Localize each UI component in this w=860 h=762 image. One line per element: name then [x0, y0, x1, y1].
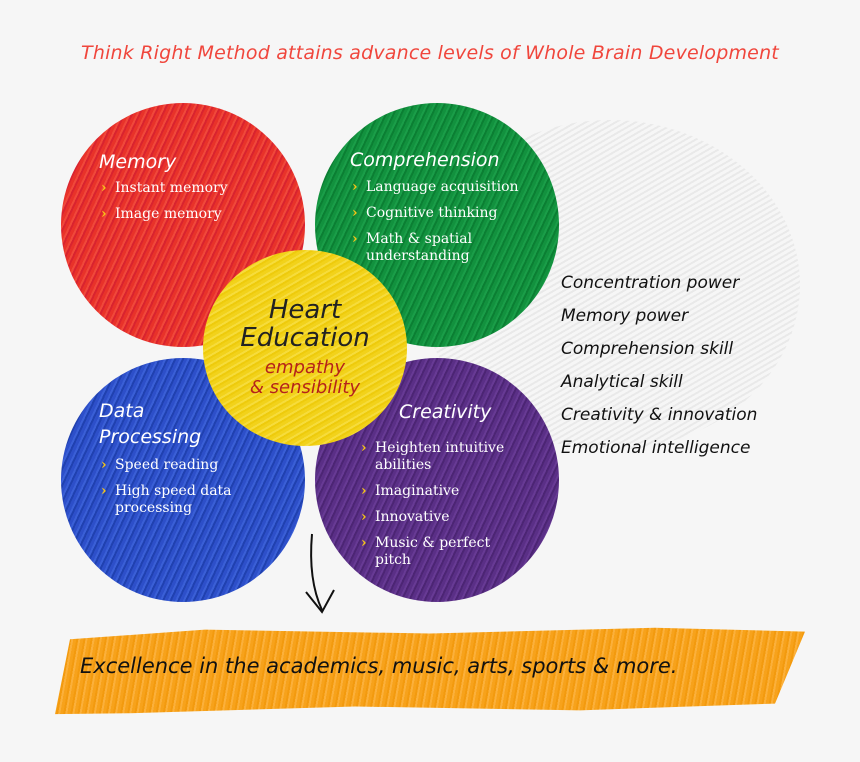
skill-item: Analytical skill	[561, 372, 683, 392]
list-item: ›Language acquisition	[352, 179, 519, 195]
list-item: ›Heighten intuitive abilities	[361, 440, 505, 473]
excellence-banner-text: Excellence in the academics, music, arts…	[80, 654, 678, 678]
comprehension-title: Comprehension	[350, 149, 500, 171]
data-processing-items: ›Speed reading ›High speed data processi…	[101, 457, 251, 526]
chevron-right-icon: ›	[361, 535, 367, 551]
memory-items: ›Instant memory ›Image memory	[101, 180, 228, 232]
chevron-right-icon: ›	[101, 483, 107, 499]
chevron-right-icon: ›	[361, 440, 367, 456]
list-item: ›Innovative	[361, 509, 450, 525]
creativity-items: ›Heighten intuitive abilities ›Imaginati…	[361, 440, 521, 578]
list-item: ›Music & perfect pitch	[361, 535, 491, 568]
heart-circle	[203, 250, 407, 446]
skill-item: Concentration power	[561, 273, 740, 293]
chevron-right-icon: ›	[352, 231, 358, 247]
chevron-right-icon: ›	[361, 483, 367, 499]
skill-item: Memory power	[561, 306, 689, 326]
list-item: ›Imaginative	[361, 483, 460, 499]
memory-title: Memory	[99, 151, 177, 173]
chevron-right-icon: ›	[101, 180, 107, 196]
list-item: ›Speed reading	[101, 457, 219, 473]
list-item: ›Math & spatial understanding	[352, 231, 473, 264]
chevron-right-icon: ›	[101, 457, 107, 473]
chevron-right-icon: ›	[361, 509, 367, 525]
skill-item: Creativity & innovation	[561, 405, 758, 425]
list-item: ›Image memory	[101, 206, 222, 222]
chevron-right-icon: ›	[352, 179, 358, 195]
heart-education-subtitle: empathy& sensibility	[249, 357, 361, 398]
diagram-title: Think Right Method attains advance level…	[81, 42, 779, 64]
chevron-right-icon: ›	[352, 205, 358, 221]
skills-list: Concentration power Memory power Compreh…	[561, 270, 757, 468]
creativity-title: Creativity	[399, 401, 492, 423]
list-item: ›Cognitive thinking	[352, 205, 498, 221]
skill-item: Emotional intelligence	[561, 438, 751, 458]
skill-item: Comprehension skill	[561, 339, 734, 359]
chevron-right-icon: ›	[101, 206, 107, 222]
comprehension-items: ›Language acquisition ›Cognitive thinkin…	[352, 179, 542, 274]
list-item: ›Instant memory	[101, 180, 228, 196]
arrow-down-icon	[305, 533, 335, 614]
list-item: ›High speed data processing	[101, 483, 232, 516]
excellence-banner	[55, 627, 805, 715]
